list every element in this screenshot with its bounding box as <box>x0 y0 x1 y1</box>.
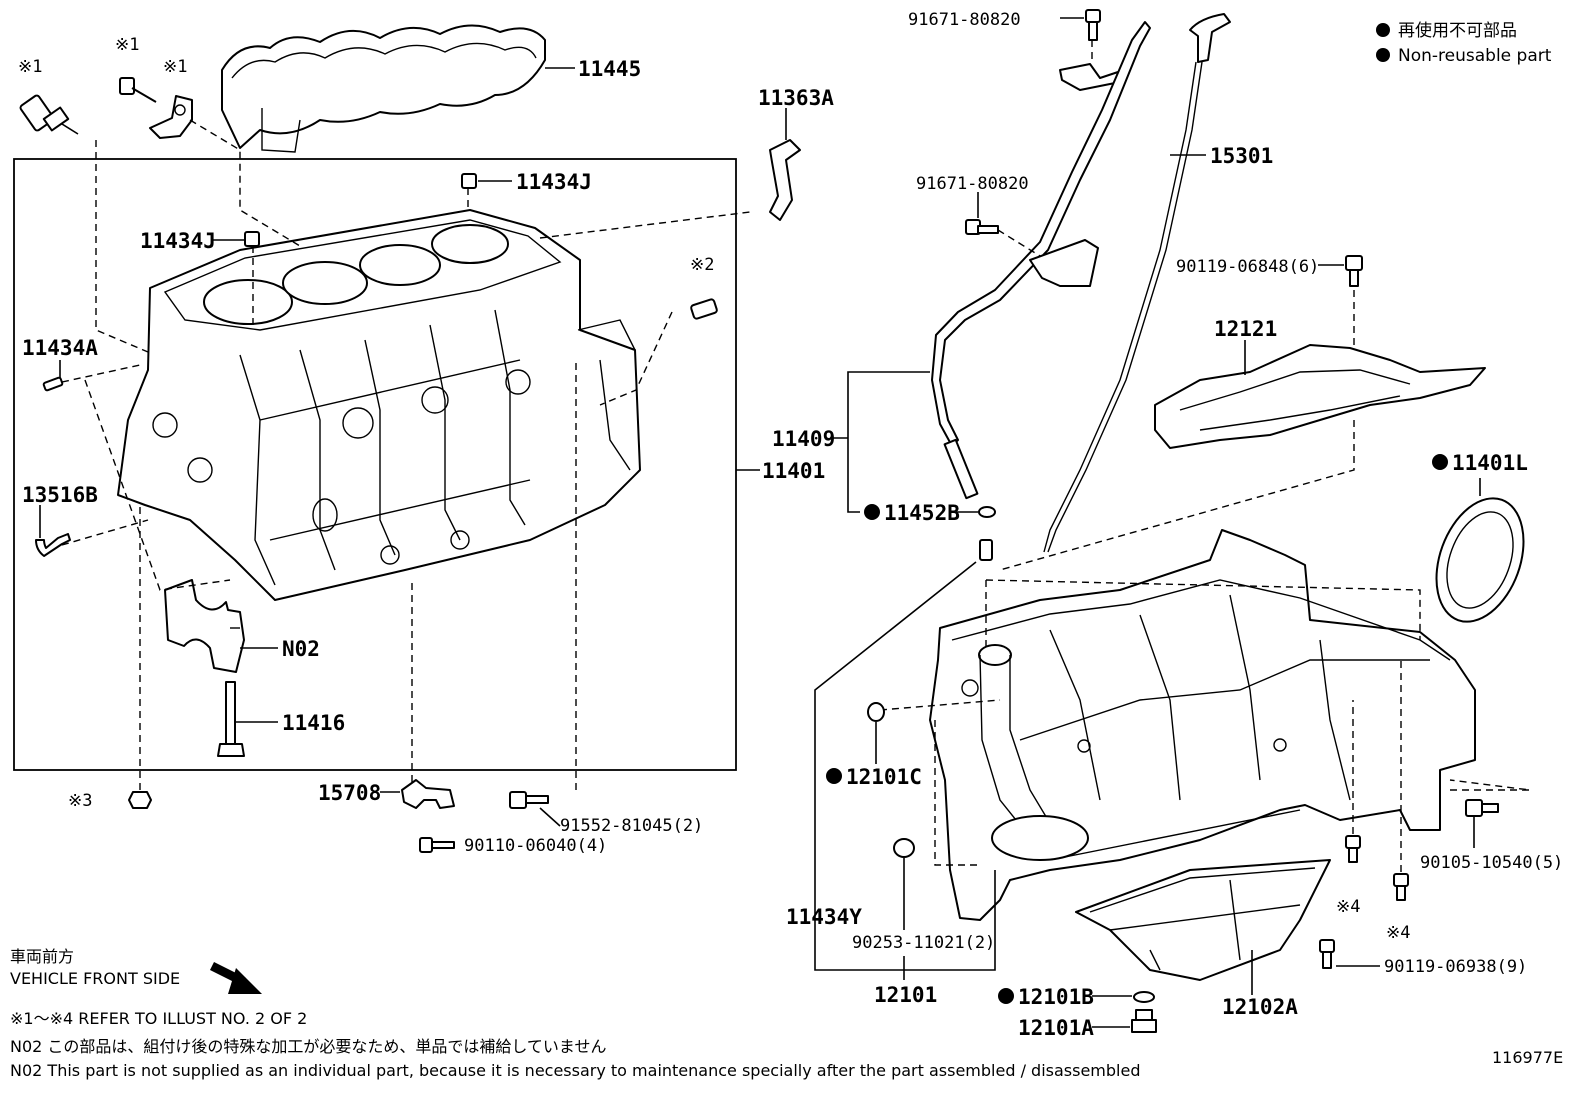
pin-11434y-top <box>979 539 993 561</box>
knock-sensor-part <box>19 94 79 135</box>
bolt-part <box>119 77 157 103</box>
pipe-13516b <box>35 533 71 557</box>
ref-mark-4b: ※4 <box>1386 923 1410 943</box>
bolt-90105-part <box>1465 799 1499 817</box>
front-side-en: VEHICLE FRONT SIDE <box>10 969 180 988</box>
part-12121-label: 12121 <box>1214 317 1277 341</box>
part-11434y-label: 11434Y <box>786 905 862 929</box>
oring-12101c <box>867 702 885 722</box>
bolt-ref-4b-part <box>1393 873 1409 901</box>
ref-mark-1c: ※1 <box>163 57 187 77</box>
part-90119-06938-label: 90119-06938(9) <box>1384 957 1527 977</box>
ref-mark-1a: ※1 <box>18 57 42 77</box>
ref-mark-4a: ※4 <box>1336 897 1360 917</box>
legend: 再使用不可部品 Non-reusable part <box>1376 20 1552 66</box>
pin-ref-2 <box>690 298 718 320</box>
bracket-11409-leader <box>847 371 930 513</box>
part-90119-06848-label: 90119-06848(6) <box>1176 257 1319 277</box>
bolt-90110-part <box>419 837 455 853</box>
bolt-91671-top-part <box>1085 9 1101 41</box>
cylinder-block-part <box>117 209 641 601</box>
block-group-frame <box>13 158 737 771</box>
ref-mark-3: ※3 <box>68 791 92 811</box>
oil-pan-lower-part <box>1075 859 1331 981</box>
bearing-cap-n02-part <box>164 579 245 673</box>
non-reusable-bullet-icon <box>826 768 842 784</box>
part-11445-label: 11445 <box>578 57 641 81</box>
oil-seal-11401l-part <box>1435 497 1525 623</box>
dipstick-15301-part <box>1043 13 1231 553</box>
oil-nozzle-15708-part <box>401 779 455 809</box>
bolt-90119-06848-part <box>1345 255 1363 287</box>
ref-mark-2: ※2 <box>690 255 714 275</box>
non-reusable-bullet-icon <box>998 988 1014 1004</box>
bolt-90119-06938-part <box>1319 939 1335 969</box>
gasket-12101b <box>1133 991 1155 1003</box>
part-91671-top-label: 91671-80820 <box>908 10 1021 30</box>
oil-baffle-12121-part <box>1154 344 1486 449</box>
part-11401-label: 11401 <box>762 459 825 483</box>
non-reusable-bullet-icon <box>1432 454 1448 470</box>
part-12101b-label: 12101B <box>1018 985 1094 1009</box>
water-jacket-spacer-part <box>221 24 546 153</box>
non-reusable-bullet-icon <box>1376 23 1390 37</box>
part-15301-label: 15301 <box>1210 144 1273 168</box>
nut-ref-3 <box>128 791 152 809</box>
part-11452b-label: 11452B <box>884 501 960 525</box>
bolt-91552-part <box>509 791 549 809</box>
front-side-jp: 車両前方 <box>10 947 74 966</box>
sensor-bracket-part <box>149 95 193 139</box>
part-11401l-label: 11401L <box>1452 451 1528 475</box>
bearing-cap-bolt-part <box>217 681 245 757</box>
front-arrow-icon <box>209 961 262 994</box>
n02-note-en: N02 This part is not supplied as an indi… <box>10 1061 1140 1080</box>
part-11363a-label: 11363A <box>758 86 834 110</box>
pin-11434j-left <box>244 231 260 247</box>
non-reusable-bullet-icon <box>864 504 880 520</box>
part-91552-label: 91552-81045(2) <box>560 816 703 836</box>
n02-note-jp: N02 この部品は、組付け後の特殊な加工が必要なため、単品では補給していません <box>10 1037 606 1056</box>
non-reusable-bullet-icon <box>1376 48 1390 62</box>
part-91671-mid-label: 91671-80820 <box>916 174 1029 194</box>
ref-mark-1b: ※1 <box>115 35 139 55</box>
figure-id: 116977E <box>1492 1048 1563 1067</box>
legend-jp: 再使用不可部品 <box>1398 20 1517 41</box>
part-n02-label: N02 <box>282 637 320 661</box>
part-12101a-label: 12101A <box>1018 1016 1094 1040</box>
part-12102a-label: 12102A <box>1222 995 1298 1019</box>
pin-11434a <box>42 376 64 392</box>
left-dashed-leaders <box>61 119 751 790</box>
part-11434j-top-label: 11434J <box>516 170 592 194</box>
legend-en: Non-reusable part <box>1398 46 1552 66</box>
part-12101c-label: 12101C <box>846 765 922 789</box>
pin-90253 <box>893 838 915 858</box>
part-90110-label: 90110-06040(4) <box>464 836 607 856</box>
part-13516b-label: 13516B <box>22 483 98 507</box>
part-15708-label: 15708 <box>318 781 381 805</box>
pin-11434j-top <box>461 173 477 189</box>
part-12101-label: 12101 <box>874 983 937 1007</box>
drain-plug-12101a-part <box>1131 1009 1157 1033</box>
part-11434j-left-label: 11434J <box>140 229 216 253</box>
dipstick-guide-part <box>931 21 1151 500</box>
oil-pan-upper-part <box>929 529 1476 921</box>
oring-11452b <box>978 506 996 518</box>
part-90253-label: 90253-11021(2) <box>852 933 995 953</box>
part-11434a-label: 11434A <box>22 336 98 360</box>
part-11416-label: 11416 <box>282 711 345 735</box>
refer-note: ※1～※4 REFER TO ILLUST NO. 2 OF 2 <box>10 1009 307 1028</box>
part-11409-label: 11409 <box>772 427 835 451</box>
bolt-ref-4a-part <box>1345 835 1361 863</box>
bolt-91671-mid-part <box>965 219 999 235</box>
bracket-11363a-part <box>769 139 801 221</box>
part-90105-label: 90105-10540(5) <box>1420 853 1563 873</box>
